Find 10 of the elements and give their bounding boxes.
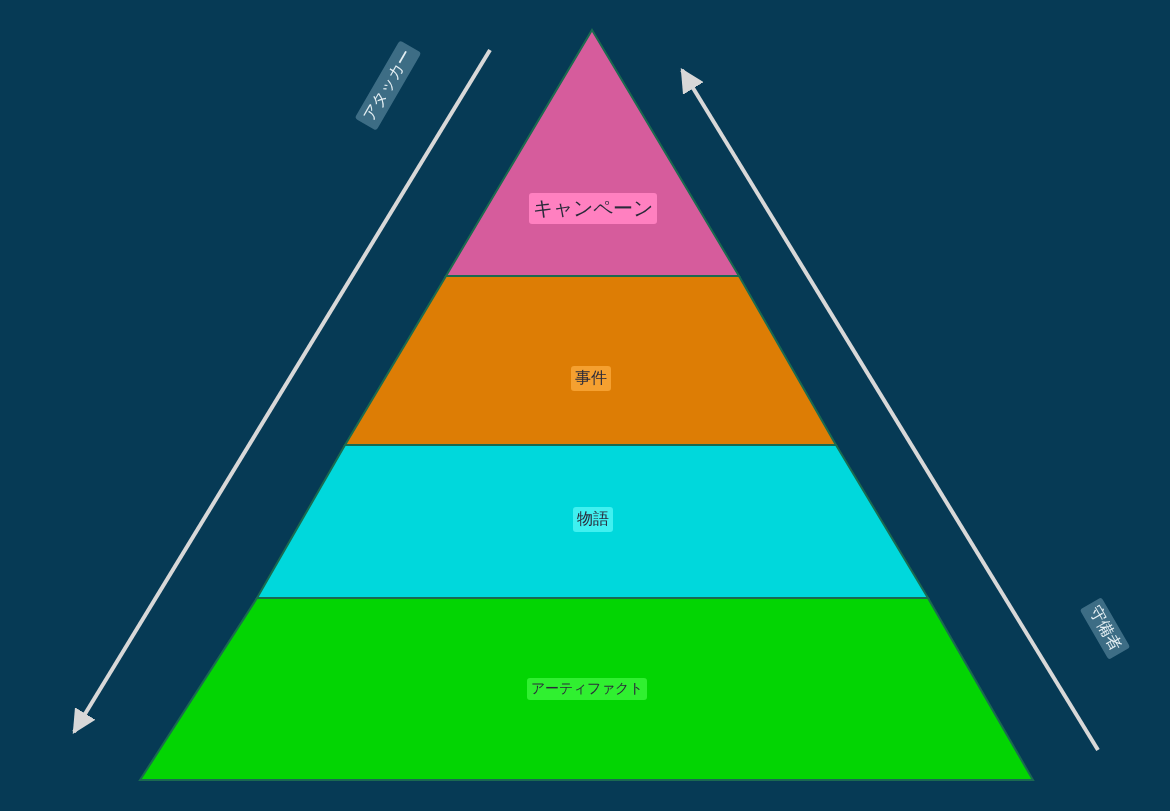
pyramid-tier	[345, 276, 836, 445]
tier-label: アーティファクト	[526, 678, 647, 700]
pyramid-tier	[140, 598, 1033, 780]
tier-label: 事件	[570, 366, 611, 391]
pyramid-tier	[257, 445, 928, 598]
pyramid-tier	[446, 30, 739, 276]
tier-label: 物語	[572, 507, 613, 532]
tier-label: キャンペーン	[528, 193, 657, 224]
side-label: 守備者	[1079, 596, 1131, 660]
side-label: アタッカー	[354, 39, 422, 131]
